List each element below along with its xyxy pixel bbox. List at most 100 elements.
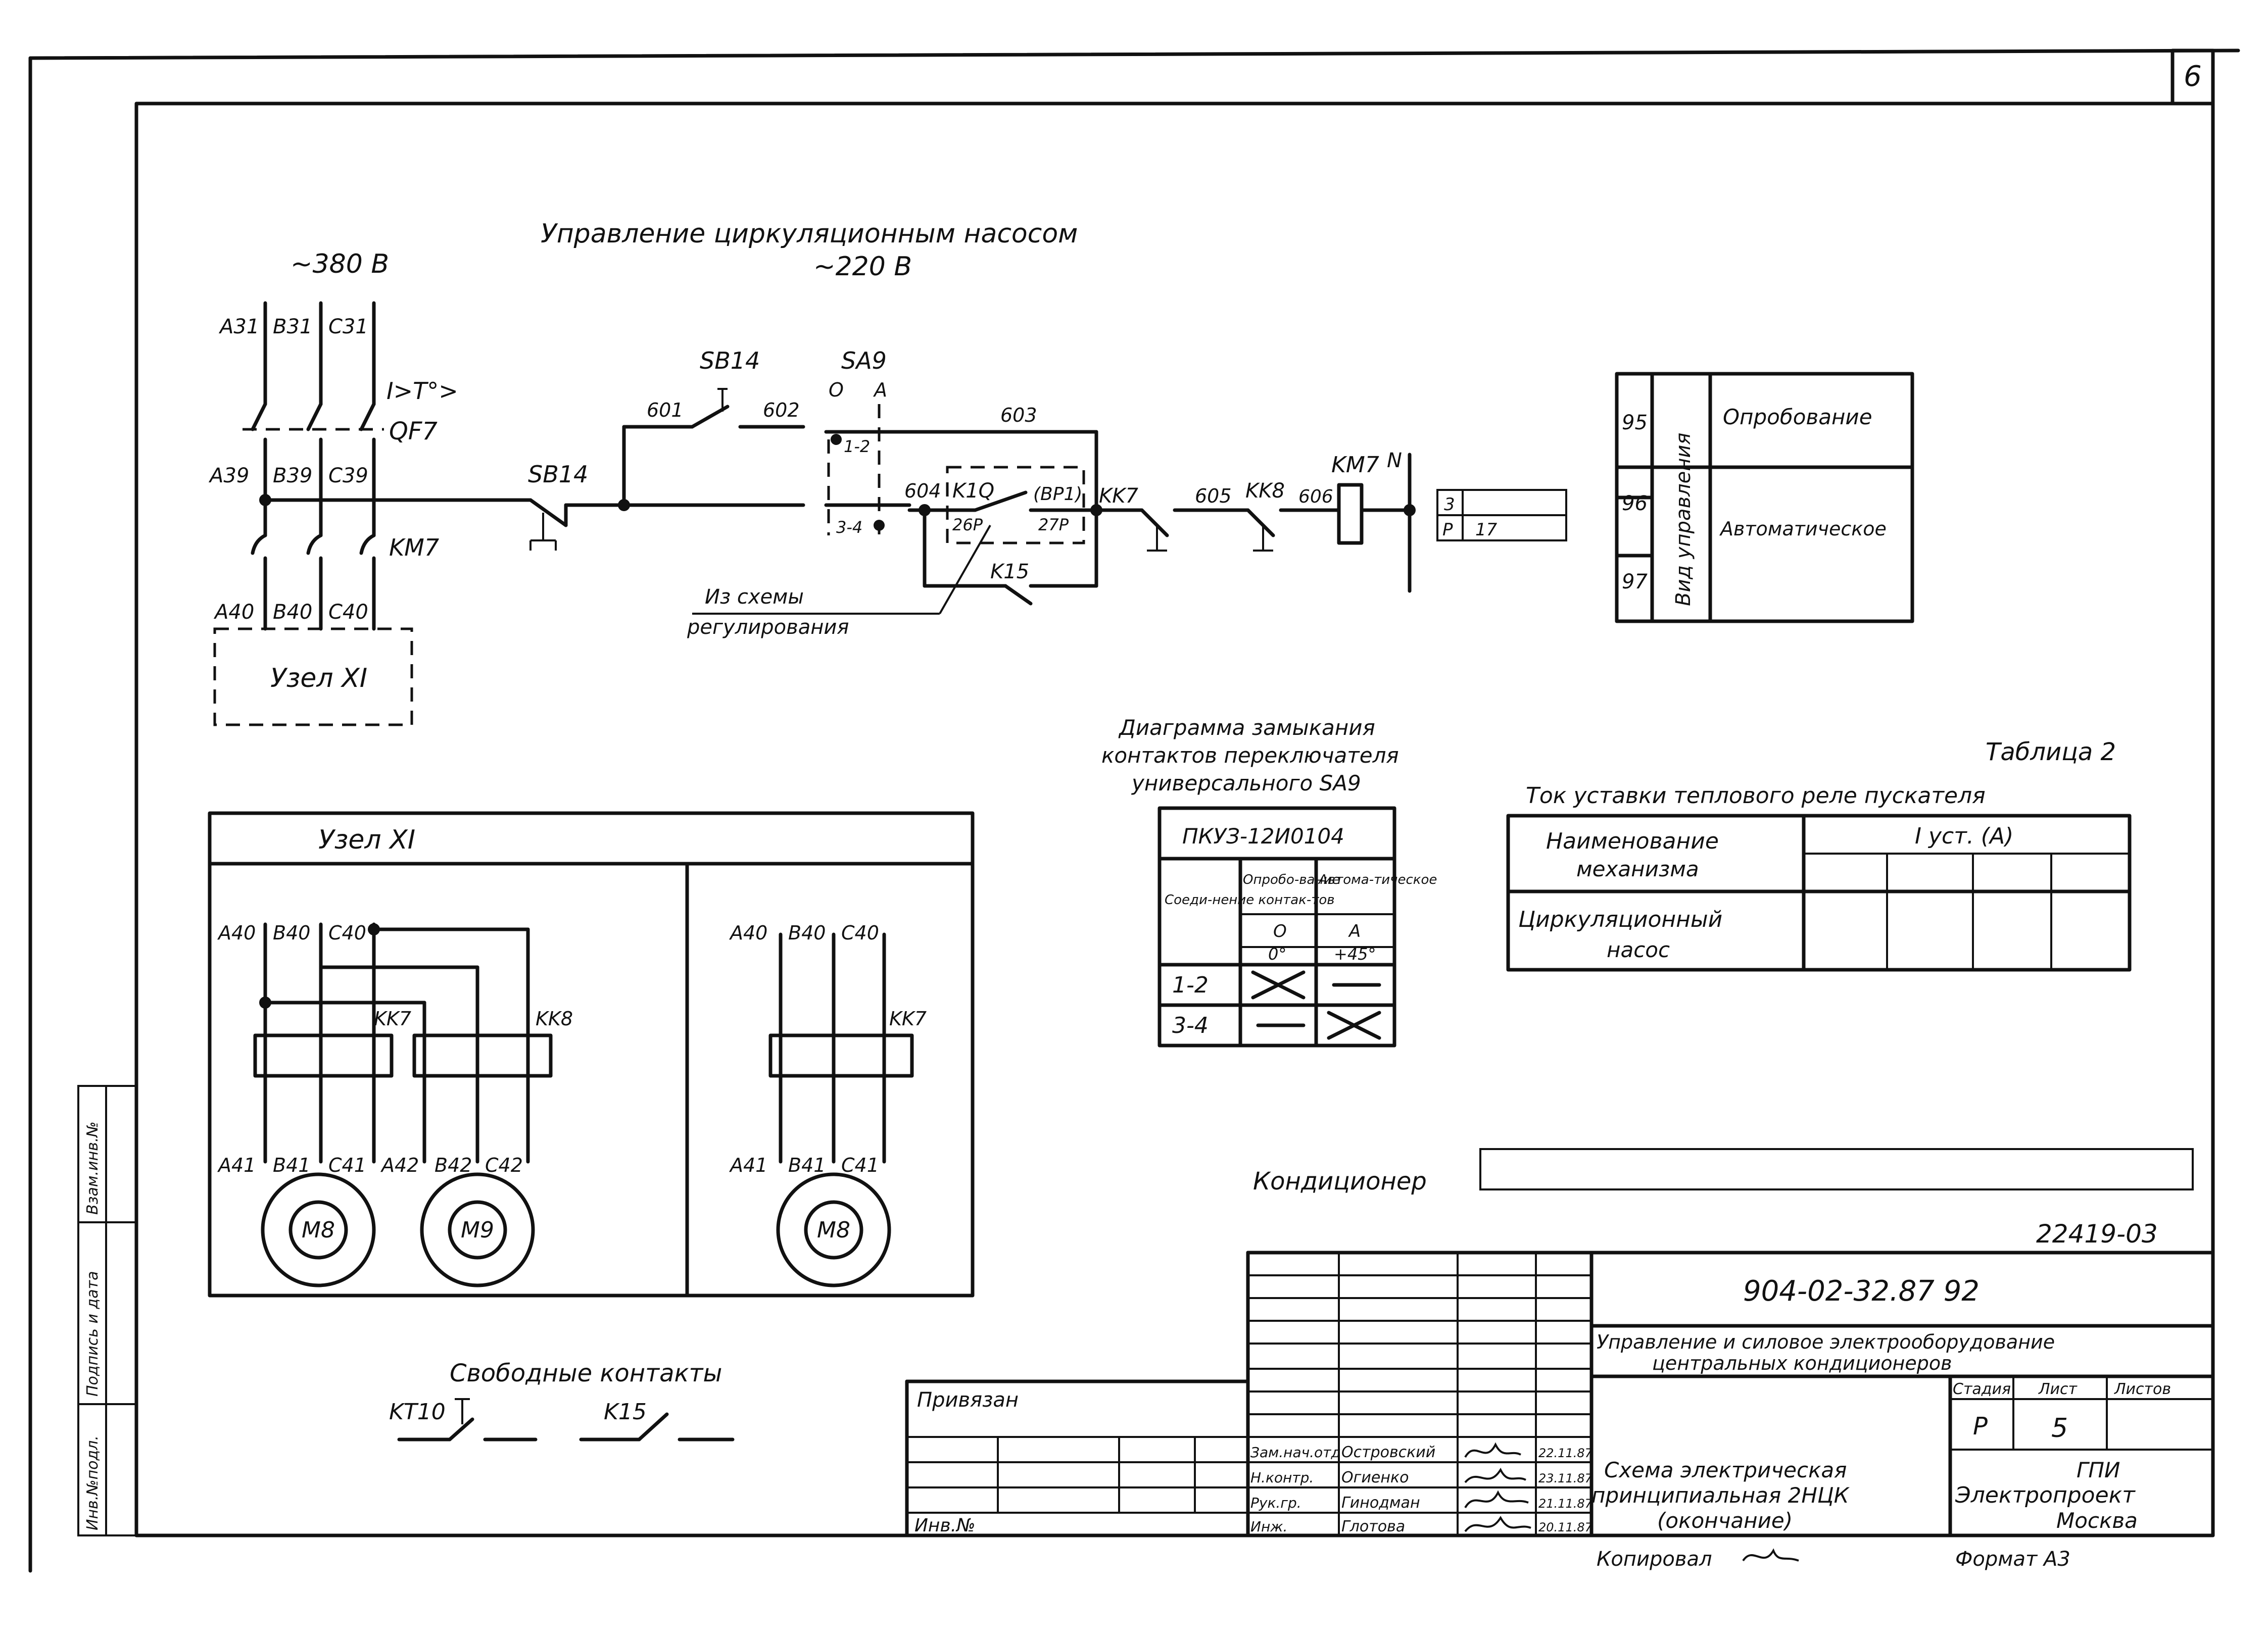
label-b31: B31 xyxy=(273,315,312,338)
sa9-diagram-title-3: универсального SA9 xyxy=(1131,771,1361,796)
sa9-pos2: A xyxy=(1348,921,1361,941)
format-label: Формат А3 xyxy=(1955,1548,2070,1571)
col-name-1: Наименование xyxy=(1546,828,1719,854)
n-right-b41: B41 xyxy=(788,1154,826,1176)
name-2: Огиенко xyxy=(1341,1469,1409,1486)
side-stamp: Взам.инв.№ Подпись и дата Инв.№подл. xyxy=(77,1085,137,1536)
name-3: Гинодман xyxy=(1341,1494,1420,1512)
n-right-c41: C41 xyxy=(841,1154,879,1176)
date-2: 23.11.87 xyxy=(1538,1471,1593,1485)
sa9-pos-a: A xyxy=(873,379,887,401)
project-title-2: центральных кондиционеров xyxy=(1652,1352,1952,1374)
mode-row-95-num: 95 xyxy=(1622,411,1648,434)
copied-label: Копировал xyxy=(1597,1548,1712,1571)
n-left-b40: B40 xyxy=(273,922,310,944)
label-a31: A31 xyxy=(218,315,259,338)
name-4: Глотова xyxy=(1341,1518,1405,1535)
label-kk8: KK8 xyxy=(1245,479,1285,503)
sa9-model: ПКУЗ-12И0104 xyxy=(1182,824,1344,849)
from-regulation-1: Из схемы xyxy=(705,585,804,609)
n-left-b41: B41 xyxy=(273,1154,310,1176)
n-left-a42: A42 xyxy=(380,1154,419,1176)
label-a39: A39 xyxy=(208,464,249,487)
label-b39: B39 xyxy=(273,464,312,487)
table-title: Ток уставки теплового реле пускателя xyxy=(1526,783,1986,809)
ref-p: P xyxy=(1442,520,1453,540)
wire-603: 603 xyxy=(1000,404,1037,426)
signature-4 xyxy=(1464,1516,1531,1532)
mode-row-95-text: Опробование xyxy=(1723,405,1872,429)
n-right-kk7: KK7 xyxy=(889,1008,927,1030)
stage-label: Стадия xyxy=(1953,1380,2011,1398)
sheets-label: Листов xyxy=(2114,1380,2171,1398)
free-contacts-title: Свободные контакты xyxy=(450,1359,722,1387)
sa9-row-1-2: 1-2 xyxy=(1172,972,1209,998)
from-regulation-2: регулирования xyxy=(687,616,849,639)
control-voltage: ~220 В xyxy=(813,252,912,282)
n-left-c42: C42 xyxy=(485,1154,523,1176)
mode-row-96-num: 96 xyxy=(1622,492,1648,515)
label-c31: C31 xyxy=(328,315,368,338)
label-k1q: K1Q xyxy=(952,479,994,503)
label-n: N xyxy=(1387,449,1402,472)
bound-label: Привязан xyxy=(917,1388,1019,1412)
label-a40: A40 xyxy=(213,601,254,624)
signature-1 xyxy=(1464,1442,1521,1458)
date-4: 20.11.87 xyxy=(1538,1520,1593,1534)
role-4: Инж. xyxy=(1250,1518,1287,1535)
sa9-diagram-title-1: Диаграмма замыкания xyxy=(1118,715,1375,740)
title-block: 22419-03 Привязан Инв.№ Зам.нач.отд Остр… xyxy=(905,1219,2215,1537)
wire-606: 606 xyxy=(1298,486,1333,507)
power-voltage: ~380 В xyxy=(291,249,389,279)
project-number: 22419-03 xyxy=(2036,1219,2158,1249)
motor-m8-left: M8 xyxy=(302,1217,335,1243)
n-left-kk7: KK7 xyxy=(374,1008,411,1030)
n-right-a40: A40 xyxy=(729,922,767,944)
power-circuit: A31 B31 C31 I>T°> QF7 A39 B39 C39 KM7 A4… xyxy=(208,301,458,726)
row-name-2: насос xyxy=(1607,937,1670,962)
label-qf7: QF7 xyxy=(389,417,438,445)
qf7-release-mark: I>T°> xyxy=(387,377,458,405)
thermal-relay-table: Таблица 2 Ток уставки теплового реле пус… xyxy=(1506,738,2132,972)
control-title: Управление циркуляционным насосом xyxy=(541,219,1078,249)
inv-label: Инв.№ xyxy=(914,1515,976,1536)
mode-row-97-num: 97 xyxy=(1622,570,1648,593)
project-title-1: Управление и силовое электрооборудование xyxy=(1597,1331,2055,1353)
conditioner-label: Кондиционер xyxy=(1253,1167,1427,1196)
sa9-angle1: 0° xyxy=(1268,945,1286,964)
sa9-diagram-title-2: контактов переключателя xyxy=(1101,743,1399,768)
node-xi-ref: Узел XI xyxy=(270,663,367,693)
node-left-motors: A40 B40 C40 KK7 KK8 A41 B41 C41 A42 B42 … xyxy=(217,922,573,1287)
motor-m9: M9 xyxy=(461,1217,494,1243)
sa9-pos-o: O xyxy=(829,379,844,401)
sa9-pos1: O xyxy=(1273,921,1287,941)
role-3: Рук.гр. xyxy=(1250,1495,1301,1511)
sheet-number: 6 xyxy=(2184,60,2202,93)
ref-17: 17 xyxy=(1475,520,1498,540)
n-left-kk8: KK8 xyxy=(536,1008,573,1030)
label-k1q-bp: (BP1) xyxy=(1033,484,1082,505)
copier-signature xyxy=(1742,1548,1799,1562)
n-right-c40: C40 xyxy=(841,922,879,944)
stage-value: Р xyxy=(1973,1412,1988,1440)
n-left-c41: C41 xyxy=(328,1154,366,1176)
n-left-a41: A41 xyxy=(217,1154,256,1176)
node-right-motor: A40 B40 C40 KK7 A41 B41 C41 M8 xyxy=(729,922,927,1287)
sheet-value: 5 xyxy=(2051,1413,2068,1444)
sa9-row-3-4: 3-4 xyxy=(1172,1013,1209,1038)
org-1: ГПИ xyxy=(2077,1458,2120,1482)
label-sb14: SB14 xyxy=(528,461,588,488)
role-2: Н.контр. xyxy=(1250,1469,1314,1486)
col-current: I уст. (А) xyxy=(1915,823,2013,849)
mode-row-96-text: Автоматическое xyxy=(1719,518,1887,540)
label-c40: C40 xyxy=(328,601,368,624)
conditioner-field xyxy=(1479,1148,2194,1190)
wire-604: 604 xyxy=(904,480,941,502)
stamp-signature-date: Подпись и дата xyxy=(84,1271,102,1397)
label-kt10: KT10 xyxy=(389,1399,446,1425)
control-circuit: SB14 SB14 601 602 SA9 O A 1-2 3-4 603 60… xyxy=(259,347,1567,639)
sa9-contact-3-4: 3-4 xyxy=(836,518,862,537)
sheet-title-2: принципиальная 2НЦК xyxy=(1591,1483,1850,1508)
free-contacts: Свободные контакты KT10 K15 xyxy=(389,1359,735,1442)
